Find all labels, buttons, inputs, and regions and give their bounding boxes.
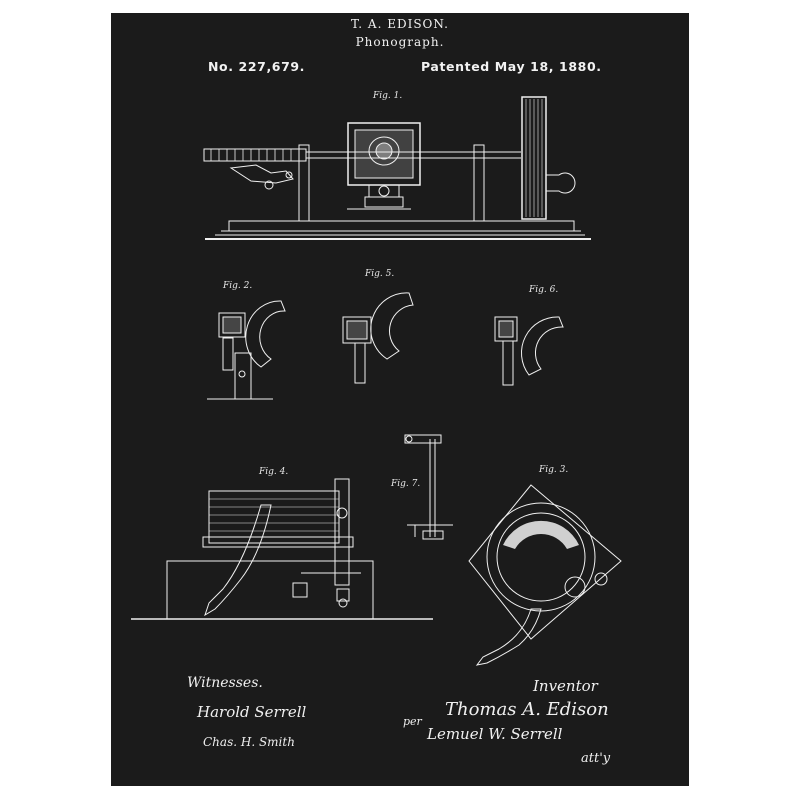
- per-label: per: [403, 715, 422, 728]
- attorney-suffix: att'y: [581, 751, 611, 766]
- patent-poster: T. A. EDISON. Phonograph. No. 227,679. P…: [111, 13, 689, 786]
- fig1-drawing: [204, 97, 591, 239]
- fig3-label: Fig. 3.: [539, 465, 569, 475]
- patent-invention-title: Phonograph.: [355, 35, 445, 49]
- fig1-label: Fig. 1.: [373, 91, 403, 101]
- fig3-drawing: [469, 485, 621, 665]
- fig4-label: Fig. 4.: [259, 467, 289, 477]
- patent-inventor-heading: T. A. EDISON.: [351, 17, 449, 31]
- fig2-label: Fig. 2.: [223, 281, 253, 291]
- patent-date: Patented May 18, 1880.: [421, 59, 602, 74]
- attorney-signature: Lemuel W. Serrell: [427, 725, 563, 743]
- witness-2-signature: Chas. H. Smith: [203, 735, 295, 749]
- inventor-signature: Thomas A. Edison: [445, 699, 609, 720]
- fig7-drawing: [405, 435, 453, 539]
- patent-drawing: [111, 13, 689, 786]
- fig2-drawing: [207, 301, 285, 399]
- fig4-drawing: [131, 479, 433, 619]
- fig7-label: Fig. 7.: [391, 479, 421, 489]
- witnesses-label: Witnesses.: [187, 675, 263, 691]
- fig6-drawing: [495, 317, 563, 385]
- fig5-drawing: [343, 293, 413, 383]
- inventor-label: Inventor: [533, 677, 598, 695]
- fig5-label: Fig. 5.: [365, 269, 395, 279]
- patent-number: No. 227,679.: [208, 59, 306, 74]
- witness-1-signature: Harold Serrell: [197, 703, 307, 721]
- fig6-label: Fig. 6.: [529, 285, 559, 295]
